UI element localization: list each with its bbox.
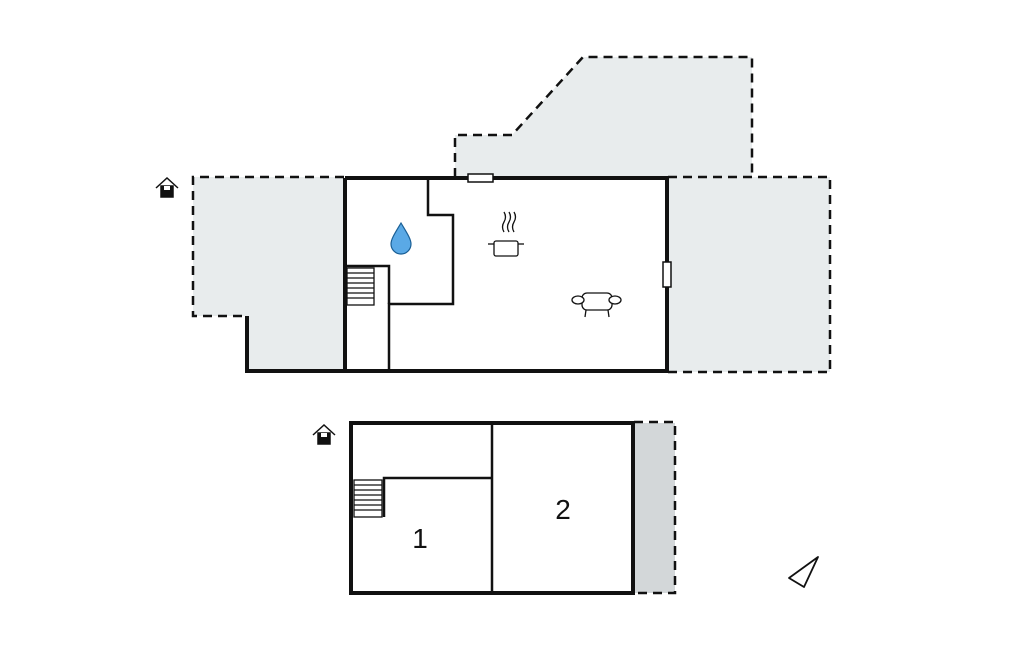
home-icon [155,176,179,198]
north-arrow-icon [788,556,819,588]
terrace-top-outline [453,55,754,177]
bathroom-wall [387,178,455,371]
terrace-left [193,177,344,372]
terrace-top [455,57,752,177]
water-drop-icon [390,221,412,255]
sofa-icon [571,292,622,318]
staircase-icon [346,267,375,306]
window-right [662,261,672,288]
ground-floor-walls [245,176,669,373]
room-divider [382,423,494,593]
window-top [467,173,494,183]
terrace-left-outline [191,175,344,318]
upper-floor: 1 2 [312,420,677,595]
room-label-1: 1 [412,523,428,554]
room-label-2: 2 [555,494,571,525]
staircase-icon [353,479,383,518]
home-icon [312,423,336,445]
ground-floor-interior [345,178,667,371]
ground-floor [155,55,832,374]
stair-wall [345,264,391,304]
terrace-right [668,177,830,372]
balcony [634,423,675,593]
cooking-pot-icon [488,211,524,257]
terrace-right-outline [668,175,832,374]
balcony-outline [634,420,677,595]
